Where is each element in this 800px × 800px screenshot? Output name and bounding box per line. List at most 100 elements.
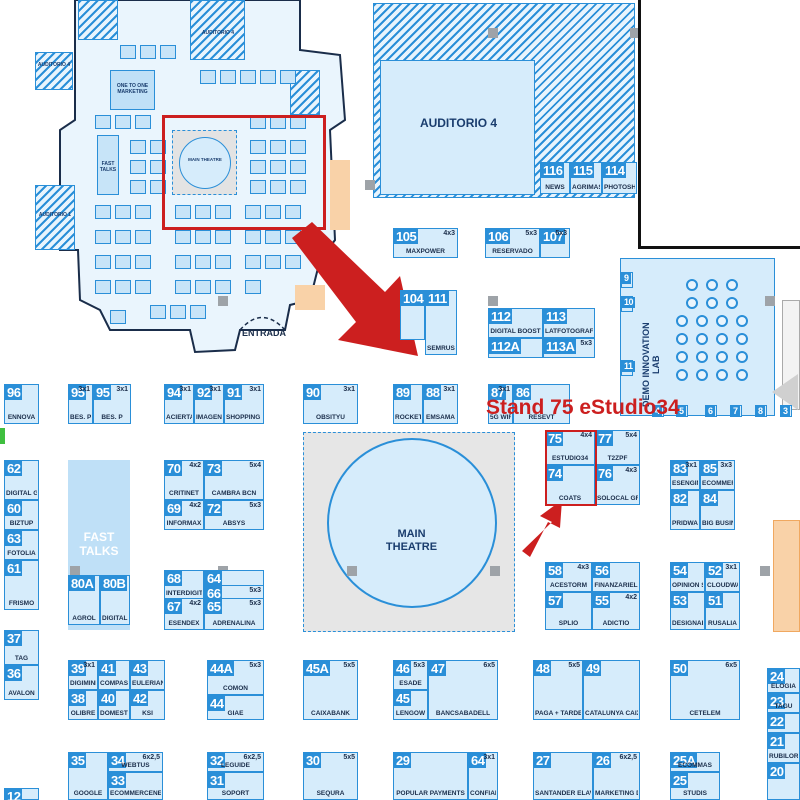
booth-b68[interactable]: 68INTERDIGITAL	[164, 570, 204, 600]
booth-b6[interactable]: 6	[705, 405, 717, 417]
booth-b41[interactable]: 41COMPASS	[98, 660, 130, 690]
booth-b10[interactable]: 10	[621, 296, 636, 312]
pillar	[218, 296, 228, 306]
booth-b106[interactable]: 1065x3Reservado	[485, 228, 540, 258]
booth-name: NEWS	[545, 184, 565, 191]
booth-b85[interactable]: 853x3ECOMMERCE	[700, 460, 735, 490]
booth-b39[interactable]: 393x1DIGIMIND	[68, 660, 98, 690]
booth-b7[interactable]: 7	[730, 405, 742, 417]
booth-b22[interactable]: 22	[767, 713, 800, 733]
booth-b82[interactable]: 82PRIDWARE	[670, 490, 700, 530]
booth-b111[interactable]: 111SEMRUSH	[425, 290, 457, 355]
booth-number: 36	[5, 666, 23, 681]
booth-b5[interactable]: 5	[676, 405, 688, 417]
booth-b33[interactable]: 33ECOMMERCENEWS	[108, 772, 163, 800]
booth-b40[interactable]: 40DOMESTIKA	[98, 690, 130, 720]
booth-b9[interactable]: 9	[621, 272, 633, 288]
booth-b11[interactable]: 11	[621, 360, 635, 376]
booth-b112a[interactable]: 112A	[488, 338, 543, 358]
booth-number: 10	[622, 297, 636, 308]
booth-b52[interactable]: 523x1CLOUDWAYS	[705, 562, 740, 592]
booth-b20[interactable]: 20	[767, 763, 800, 800]
booth-b4[interactable]: 4	[652, 405, 664, 417]
fast-talks-label: FAST TALKS	[79, 530, 119, 558]
booth-b83[interactable]: 833x1ESENGINE	[670, 460, 700, 490]
booth-b104[interactable]: 104	[400, 290, 426, 340]
booth-b113[interactable]: 113LATFOTOGRAFIA	[543, 308, 595, 338]
booth-b53[interactable]: 53DESIGNAPP	[670, 592, 705, 630]
booth-b64b[interactable]: 643x1CONFIANZA ONLINE	[468, 752, 498, 800]
booth-b114[interactable]: 114PHOTOSHOP	[602, 162, 637, 194]
pillar	[365, 180, 375, 190]
booth-b8[interactable]: 8	[755, 405, 767, 417]
booth-b12[interactable]: 12	[4, 788, 39, 800]
booth-b3[interactable]: 3	[780, 405, 792, 417]
